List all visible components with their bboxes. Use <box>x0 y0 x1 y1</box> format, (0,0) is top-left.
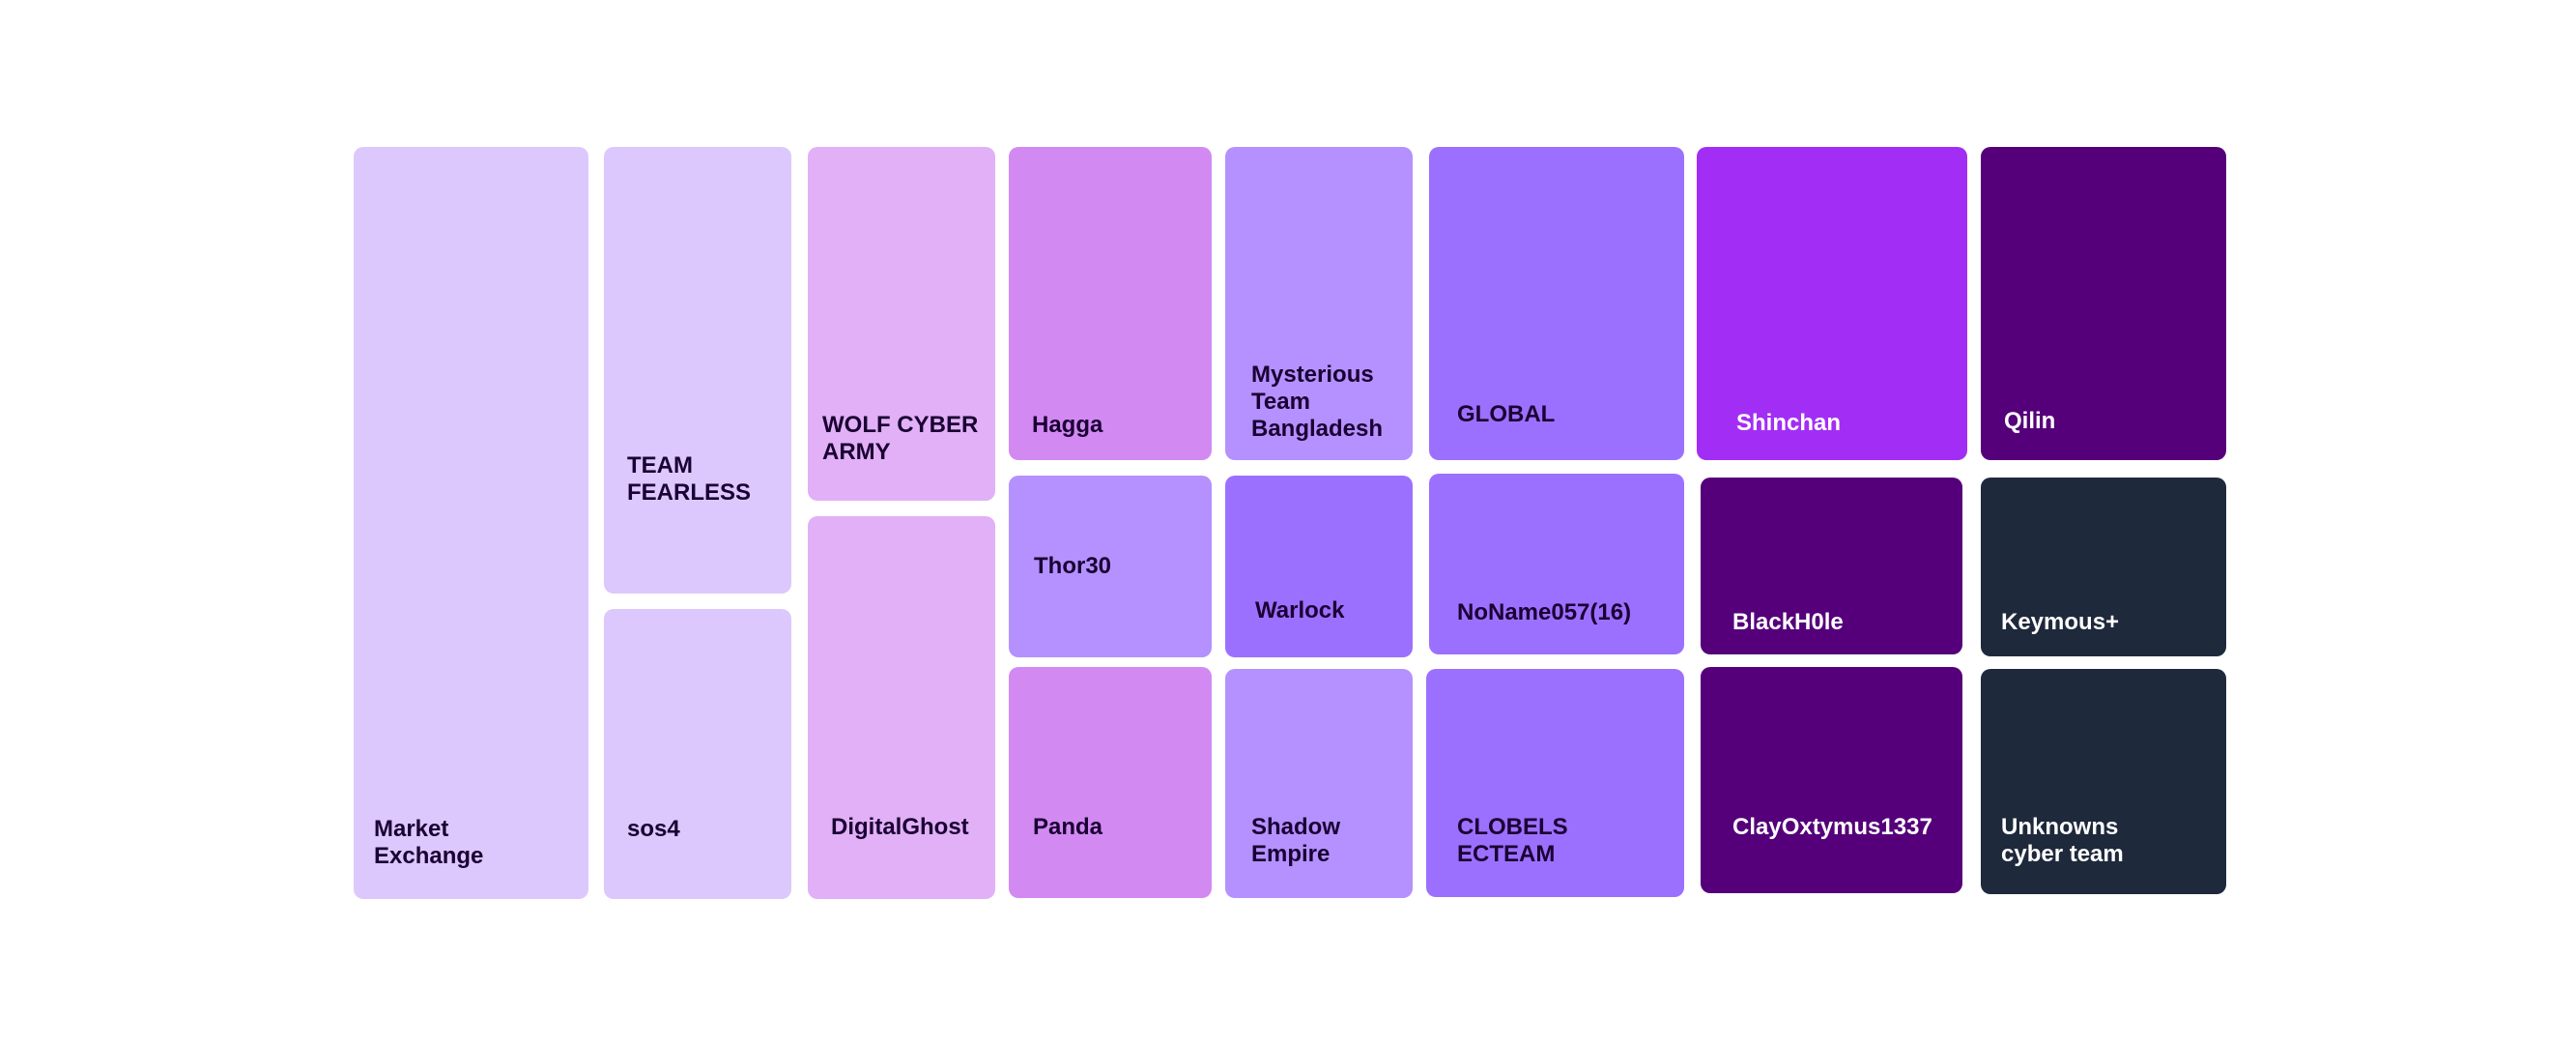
tile-label: Unknowns cyber team <box>2001 814 2124 867</box>
treemap-tile: Thor30 <box>1009 476 1212 657</box>
tile-label: DigitalGhost <box>831 814 969 840</box>
tile-label: TEAM FEARLESS <box>627 452 752 506</box>
tile-label: Mysterious Team Bangladesh <box>1251 362 1384 442</box>
treemap-tile: Qilin <box>1981 147 2226 460</box>
treemap-tile: Keymous+ <box>1981 478 2226 656</box>
treemap-tile: WOLF CYBER ARMY <box>808 147 995 501</box>
treemap-tile: Warlock <box>1225 476 1413 657</box>
tile-label: CLOBELS ECTEAM <box>1457 814 1568 867</box>
tile-label: Keymous+ <box>2001 609 2120 635</box>
tile-label: Shadow Empire <box>1251 814 1341 867</box>
tile-label: Qilin <box>2004 408 2056 434</box>
tile-label: sos4 <box>627 816 680 842</box>
treemap-tile: TEAM FEARLESS <box>604 147 791 594</box>
tile-label: ClayOxtymus1337 <box>1732 814 1932 840</box>
tile-label: NoName057(16) <box>1457 599 1632 625</box>
tile-label: Warlock <box>1255 597 1345 624</box>
treemap-tile: Market Exchange <box>354 147 588 899</box>
tile-label: Hagga <box>1032 412 1103 438</box>
treemap-tile: GLOBAL <box>1429 147 1684 460</box>
treemap-tile: Shadow Empire <box>1225 669 1413 898</box>
tile-label: Panda <box>1033 814 1103 840</box>
tile-label: WOLF CYBER ARMY <box>822 412 979 465</box>
tile-label: Shinchan <box>1736 410 1842 436</box>
treemap-tile: sos4 <box>604 609 791 899</box>
treemap-tile: Mysterious Team Bangladesh <box>1225 147 1413 460</box>
treemap-tile: DigitalGhost <box>808 516 995 899</box>
treemap-tile: NoName057(16) <box>1429 474 1684 654</box>
treemap-tile: Hagga <box>1009 147 1212 460</box>
treemap-tile: Panda <box>1009 667 1212 898</box>
tile-label: GLOBAL <box>1457 401 1556 427</box>
treemap-tile: BlackH0le <box>1701 478 1962 654</box>
treemap-tile: ClayOxtymus1337 <box>1701 667 1962 893</box>
treemap-tile: Shinchan <box>1697 147 1967 460</box>
tile-label: Market Exchange <box>374 816 484 869</box>
treemap-tile: Unknowns cyber team <box>1981 669 2226 894</box>
tile-label: BlackH0le <box>1732 609 1844 635</box>
tile-label: Thor30 <box>1034 553 1112 579</box>
treemap-tile: CLOBELS ECTEAM <box>1426 669 1684 897</box>
